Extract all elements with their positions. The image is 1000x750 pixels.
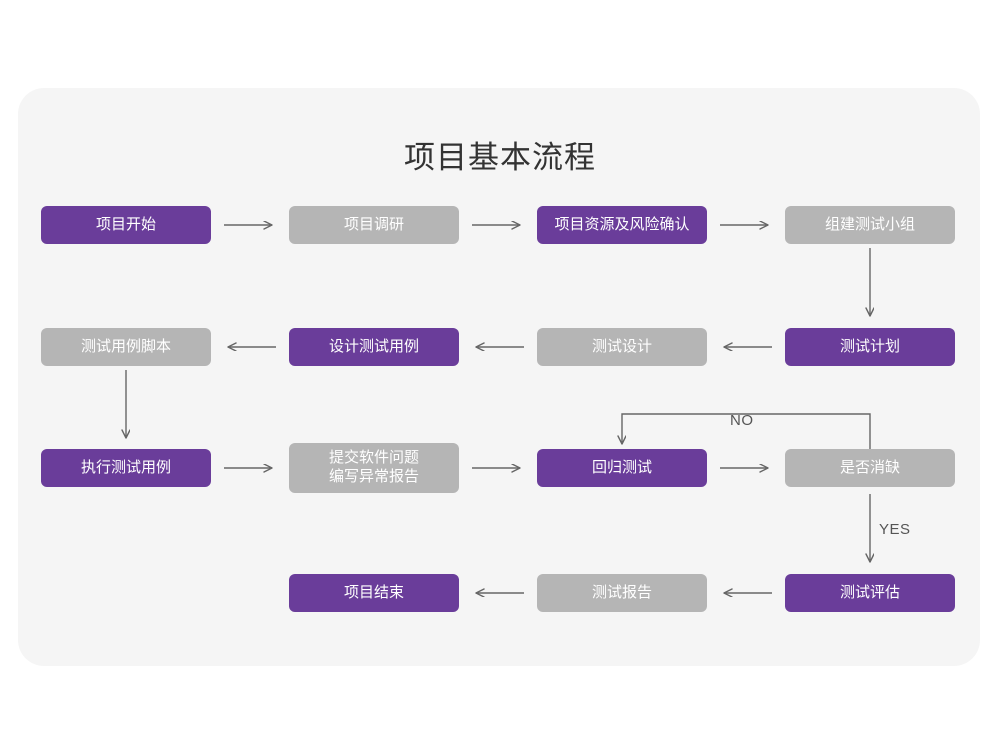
node-submit-issue-report[interactable]: 提交软件问题 编写异常报告 [289,443,459,493]
node-test-case-script[interactable]: 测试用例脚本 [41,328,211,366]
node-design-test-case[interactable]: 设计测试用例 [289,328,459,366]
node-test-report[interactable]: 测试报告 [537,574,707,612]
edge-label-yes: YES [879,521,911,538]
edge-label-no: NO [730,412,754,429]
diagram-card-background [18,88,980,666]
node-test-plan[interactable]: 测试计划 [785,328,955,366]
node-regression-test[interactable]: 回归测试 [537,449,707,487]
node-project-research[interactable]: 项目调研 [289,206,459,244]
node-execute-test-case[interactable]: 执行测试用例 [41,449,211,487]
node-build-test-team[interactable]: 组建测试小组 [785,206,955,244]
node-test-evaluation[interactable]: 测试评估 [785,574,955,612]
node-defect-cleared-decision[interactable]: 是否消缺 [785,449,955,487]
node-test-design[interactable]: 测试设计 [537,328,707,366]
node-submit-issue-report-line2: 编写异常报告 [328,468,419,485]
page-title: 项目基本流程 [404,140,596,175]
node-resource-risk-confirm[interactable]: 项目资源及风险确认 [537,206,707,244]
node-submit-issue-report-line1: 提交软件问题 [328,449,419,467]
node-project-end[interactable]: 项目结束 [289,574,459,612]
node-project-start[interactable]: 项目开始 [41,206,211,244]
